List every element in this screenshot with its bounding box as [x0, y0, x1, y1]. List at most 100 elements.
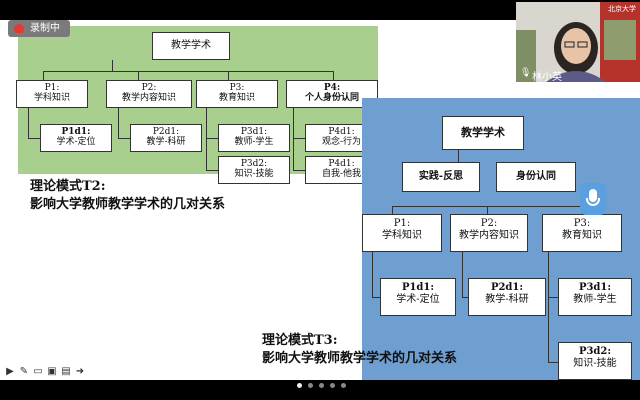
t3-practice-node: 实践-反思	[402, 162, 480, 192]
t2-p3-node: P3: 教育知识	[196, 80, 278, 108]
participant-video	[516, 2, 640, 82]
recording-label: 录制中	[30, 23, 60, 34]
eraser-tool-icon[interactable]: ▭	[33, 366, 43, 377]
connector	[333, 71, 334, 80]
t3-practice-label: 实践-反思	[418, 171, 464, 182]
connector	[458, 150, 459, 162]
t3-p1d1-node: P1d1: 学术-定位	[380, 278, 456, 316]
t2-p1-text: 学科知识	[33, 93, 70, 104]
connector	[28, 138, 40, 139]
t3-identity-label: 身份认同	[516, 171, 556, 182]
t2-p3d2-code: P3d2:	[240, 159, 268, 169]
participant-video-tile[interactable]: 北京大学 🎙 林小英	[516, 2, 640, 82]
caption-t3: 理论模式T3: 影响大学教师教学学术的几对关系	[262, 332, 457, 367]
t2-p1-node: P1: 学科知识	[16, 80, 88, 108]
t2-p3d1-text: 教师-学生	[234, 137, 274, 148]
t3-p2d1-code: P2d1:	[490, 282, 524, 293]
t2-p4d1a-code: P4d1:	[328, 127, 355, 137]
connector	[548, 297, 562, 298]
t3-p3d1-code: P3d1:	[578, 282, 612, 293]
t2-p3d1-node: P3d1: 教师-学生	[218, 124, 290, 152]
connector	[293, 170, 305, 171]
recording-indicator[interactable]: 录制中	[8, 20, 70, 37]
t2-p1-code: P1:	[44, 83, 60, 93]
pointer-tool-icon[interactable]: ▶	[6, 366, 14, 377]
connector	[118, 138, 130, 139]
t3-p3-text: 教育知识	[562, 229, 602, 241]
university-logo: 北京大学	[608, 5, 636, 13]
connector	[43, 71, 44, 80]
t2-p3d2-node: P3d2: 知识-技能	[218, 156, 290, 184]
connector	[206, 108, 207, 170]
microphone-button[interactable]	[580, 183, 606, 215]
bottom-bar	[0, 380, 640, 400]
t2-p4d1b-text: 自我-他我	[321, 169, 362, 180]
connector	[228, 71, 229, 80]
t2-p1d1-text: 学术-定位	[56, 137, 96, 148]
connector	[206, 138, 218, 139]
t3-p2d1-node: P2d1: 教学-科研	[468, 278, 546, 316]
microphone-icon	[589, 189, 597, 202]
t3-p3-code: P3:	[573, 218, 591, 229]
pen-tool-icon[interactable]: ✎	[19, 366, 29, 377]
t2-root-node: 教学学术	[152, 32, 230, 60]
t2-p4-text: 个人身份认同	[304, 93, 359, 104]
t2-p2d1-node: P2d1: 教学-科研	[130, 124, 202, 152]
caption-t3-title: 理论模式T3:	[262, 333, 338, 348]
t3-p2-text: 教学内容知识	[459, 229, 519, 241]
top-bar	[0, 0, 640, 20]
page-dot[interactable]	[308, 383, 313, 388]
t2-p1d1-code: P1d1:	[61, 127, 91, 137]
t3-p1d1-code: P1d1:	[401, 282, 435, 293]
t3-p3d2-code: P3d2:	[578, 346, 612, 357]
participant-name: 林小英	[532, 72, 562, 82]
t2-p2-node: P2: 教学内容知识	[106, 80, 192, 108]
page-dot[interactable]	[297, 383, 302, 388]
page-dot[interactable]	[330, 383, 335, 388]
t3-root-node: 教学学术	[442, 116, 524, 150]
t3-p3d2-node: P3d2: 知识-技能	[558, 342, 632, 380]
page-dot[interactable]	[319, 383, 324, 388]
diagram-t3-panel: 教学学术 实践-反思 身份认同 P1: 学科知识 P2: 教学内容知识 P3: …	[362, 98, 640, 380]
t2-p2-text: 教学内容知识	[121, 93, 176, 104]
t2-p2d1-code: P2d1:	[152, 127, 180, 137]
t3-p1-code: P1:	[393, 218, 411, 229]
page-dot[interactable]	[341, 383, 346, 388]
connector	[206, 170, 218, 171]
t3-root-label: 教学学术	[461, 126, 505, 139]
caption-t2-subtitle: 影响大学教师教学学术的几对关系	[30, 196, 226, 212]
t2-p3-code: P3:	[229, 83, 245, 93]
more-tools-icon[interactable]: ▤	[61, 366, 71, 377]
t3-p1-text: 学科知识	[382, 229, 422, 241]
t2-p3d2-text: 知识-技能	[234, 169, 274, 180]
t2-p4-code: P4:	[323, 83, 341, 93]
captions-tool-icon[interactable]: ▣	[47, 366, 57, 377]
connector	[112, 60, 113, 71]
caption-t2: 理论模式T2: 影响大学教师教学学术的几对关系	[30, 178, 225, 213]
connector	[138, 71, 139, 80]
t2-root-label: 教学学术	[171, 40, 211, 51]
t2-p4d1b-code: P4d1:	[328, 159, 355, 169]
participant-mic-icon: 🎙	[520, 68, 532, 78]
t3-p2-code: P2:	[480, 218, 498, 229]
t3-p3-node: P3: 教育知识	[542, 214, 622, 252]
connector	[487, 206, 488, 214]
t3-p2-node: P2: 教学内容知识	[450, 214, 528, 252]
connector	[548, 362, 562, 363]
t3-p1d1-text: 学术-定位	[396, 293, 440, 305]
t3-p2d1-text: 教学-科研	[485, 293, 529, 305]
t3-identity-node: 身份认同	[496, 162, 576, 192]
connector	[293, 138, 305, 139]
connector	[118, 108, 119, 138]
t3-p3d2-text: 知识-技能	[573, 357, 617, 369]
connector	[548, 252, 549, 362]
t2-p3-text: 教育知识	[218, 93, 255, 104]
connector	[28, 108, 29, 138]
connector	[372, 252, 373, 297]
microphone-stand-icon	[586, 198, 600, 206]
diagram-t2-panel: 教学学术 P1: 学科知识 P2: 教学内容知识 P3: 教育知识 P4: 个人…	[16, 26, 378, 184]
next-tool-icon[interactable]: ➜	[75, 366, 85, 377]
t2-p1d1-node: P1d1: 学术-定位	[40, 124, 112, 152]
t2-p4d1a-text: 观念-行为	[321, 137, 362, 148]
